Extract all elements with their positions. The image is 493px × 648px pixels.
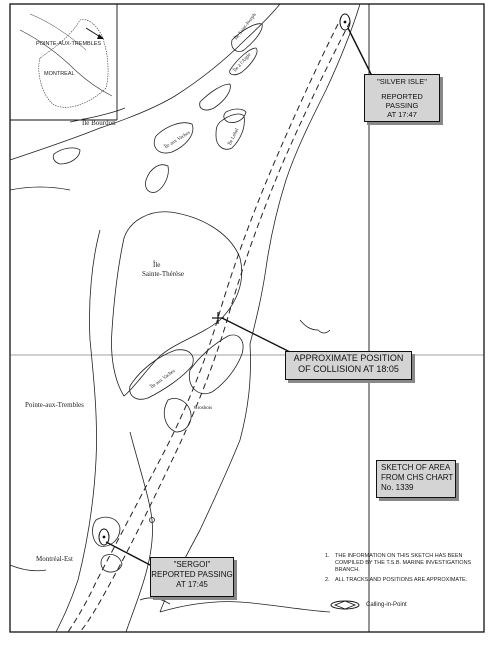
note-item: 1. THE INFORMATION ON THIS SKETCH HAS BE…: [325, 553, 480, 574]
callout-line: FROM CHS CHART: [381, 473, 454, 482]
chart-notes: 1. THE INFORMATION ON THIS SKETCH HAS BE…: [325, 553, 480, 587]
callout-silver-isle: "SILVER ISLE" REPORTED PASSING AT 17:47: [364, 74, 440, 122]
shorelines: [9, 3, 361, 633]
note-text: ALL TRACKS AND POSITIONS ARE APPROXIMATE…: [335, 577, 468, 583]
note-number: 1.: [325, 553, 330, 559]
place-ile-sainte-therese-line2: Sainte-Thérèse: [142, 270, 184, 278]
callout-line: REPORTED PASSING: [151, 570, 233, 579]
legend-calling-in-point-icon: [330, 600, 360, 610]
calling-in-point-sergoi: [98, 528, 110, 546]
callout-line: "SILVER ISLE": [377, 77, 427, 86]
callout-line: "SERGOI": [173, 560, 211, 569]
place-pointe-aux-trembles: Pointe-aux-Trembles: [25, 401, 84, 409]
note-number: 2.: [325, 577, 330, 583]
leader-lines: [105, 27, 373, 567]
callout-line: No. 1339: [381, 483, 414, 492]
callout-collision: APPROXIMATE POSITION OF COLLISION AT 18:…: [285, 351, 412, 380]
map-border: [9, 3, 485, 633]
callout-line: AT 17:47: [387, 110, 417, 119]
callout-line: REPORTED PASSING: [381, 92, 423, 110]
track-lines: [67, 21, 351, 633]
calling-in-point-silver-isle: [339, 13, 351, 31]
note-item: 2. ALL TRACKS AND POSITIONS ARE APPROXIM…: [325, 577, 480, 584]
callout-line: SKETCH OF AREA: [381, 463, 451, 472]
inset-label-pointe-aux-trembles: POINTE-AUX-TREMBLES: [36, 41, 102, 47]
place-montreal-est: Montréal-Est: [36, 555, 73, 563]
callout-sketch-of-area: SKETCH OF AREA FROM CHS CHART No. 1339: [376, 460, 456, 498]
place-ile-bourdon: Île Bourdon: [82, 119, 116, 127]
inset-map: [10, 4, 118, 121]
callout-line: OF COLLISION AT 18:05: [298, 364, 399, 374]
islands: [52, 23, 263, 573]
place-ile-sainte-therese-line1: Île: [153, 261, 161, 269]
island-label: Grosbois: [194, 406, 213, 411]
note-text: THE INFORMATION ON THIS SKETCH HAS BEEN …: [335, 553, 472, 573]
callout-line: APPROXIMATE POSITION: [293, 353, 404, 363]
callout-sergoi: "SERGOI" REPORTED PASSING AT 17:45: [150, 557, 234, 597]
inset-label-montreal: MONTREAL: [44, 71, 75, 77]
callout-line: AT 17:45: [176, 580, 208, 589]
legend-label: Calling-in-Point: [366, 602, 407, 608]
